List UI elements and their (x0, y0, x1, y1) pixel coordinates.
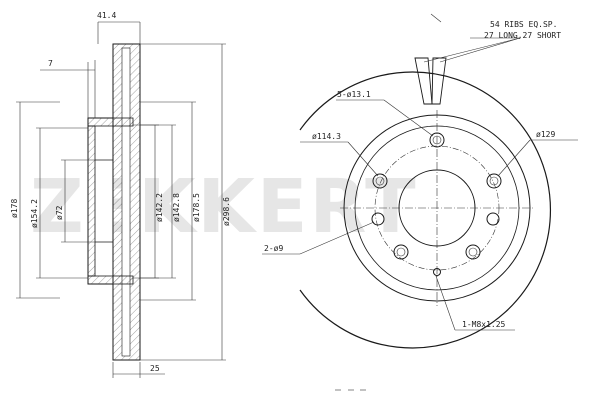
label-pcd: ø114.3 (312, 132, 341, 141)
vent-channel (121, 47, 131, 357)
dim-diameter-178: ø178 (10, 199, 19, 218)
dim-flange-thickness: 7 (48, 59, 53, 68)
label-ribs-count: 54 RIBS EQ.SP. (490, 20, 557, 29)
dim-diameter-142-2: ø142.2 (155, 193, 164, 222)
hat-wall-bottom (87, 275, 134, 285)
hat-face (87, 125, 96, 277)
threaded-hole (433, 268, 441, 276)
rib-slot (431, 57, 447, 105)
label-pilot-holes: 2-ø9 (264, 244, 283, 253)
dim-diameter-178-5: ø178.5 (192, 193, 201, 222)
dim-diameter-298: ø298.6 (222, 197, 231, 226)
label-outer-diameter: ø129 (536, 130, 555, 139)
bolt-hole (429, 132, 445, 148)
bolt-hole (465, 244, 481, 260)
label-bolt-holes: 5-ø13.1 (337, 90, 371, 99)
bolt-hole (372, 173, 388, 189)
disc-outer-edge (299, 71, 552, 349)
dim-diameter-142-8: ø142.8 (172, 193, 181, 222)
label-ribs-split: 27 LONG,27 SHORT (484, 31, 561, 40)
pilot-hole (371, 212, 385, 226)
rib-slot (414, 57, 433, 105)
bolt-hole (393, 244, 409, 260)
hat-wall-top (87, 117, 134, 127)
dim-diameter-154: ø154.2 (30, 199, 39, 228)
label-thread-hole: 1-M8x1.25 (462, 320, 506, 329)
dim-hat-depth: 41.4 (97, 11, 116, 20)
pilot-hole (486, 212, 500, 226)
front-view: 54 RIBS EQ.SP. 27 LONG,27 SHORT 5-ø13.1 … (262, 13, 578, 391)
side-section-view: 41.4 7 ø178 ø154.2 ø72 ø142.2 ø142.8 ø17… (10, 11, 231, 378)
dim-diameter-72: ø72 (55, 205, 64, 220)
dim-disc-thickness: 25 (150, 364, 160, 373)
bolt-hole (486, 173, 502, 189)
